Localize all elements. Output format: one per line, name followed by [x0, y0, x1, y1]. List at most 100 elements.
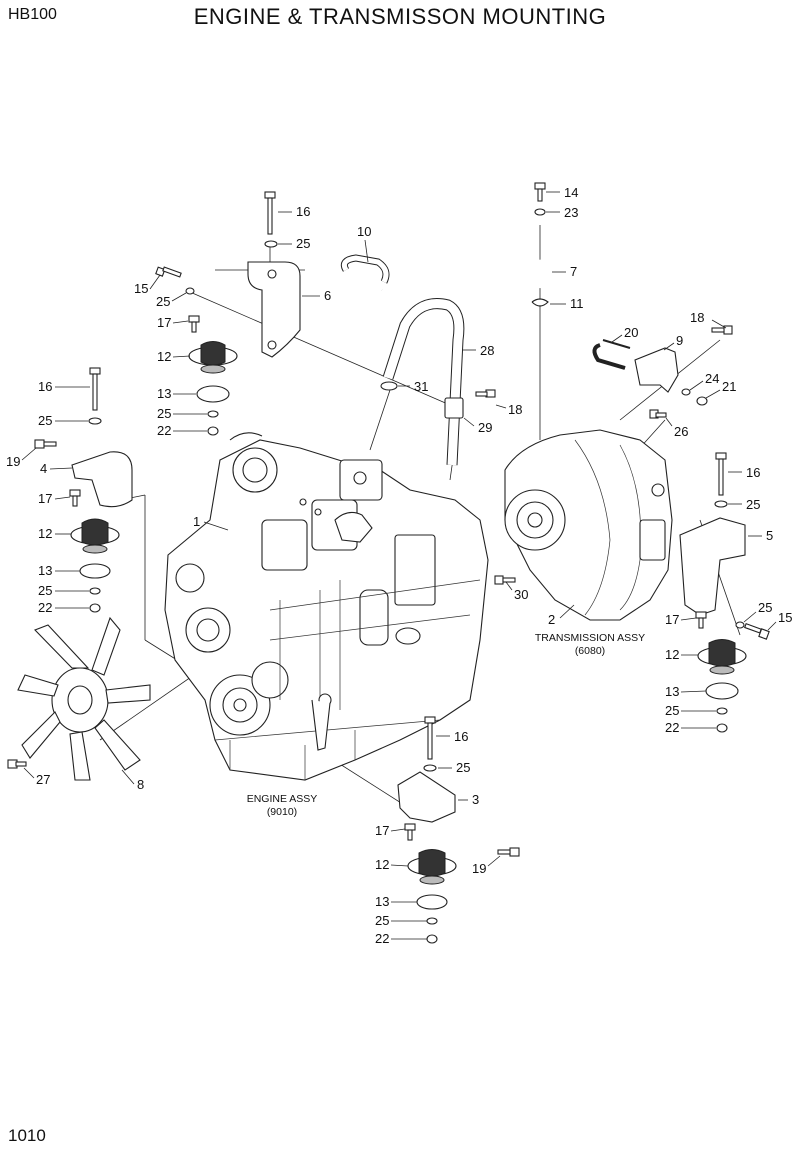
model-code: HB100: [8, 6, 57, 23]
bolt-17-a: [188, 315, 200, 333]
callout: 29: [478, 420, 492, 435]
callout: 20: [624, 325, 638, 340]
bracket-5: [679, 517, 746, 616]
bolt-16-bottom: [424, 716, 436, 760]
callout: 9: [676, 333, 683, 348]
mount-12-a: [188, 341, 238, 374]
bracket-3: [397, 771, 456, 823]
tube-7: [381, 259, 550, 297]
callout: 22: [375, 931, 389, 946]
callout: 17: [665, 612, 679, 627]
page-title: ENGINE & TRANSMISSON MOUNTING: [193, 4, 607, 29]
bolt-26: [649, 409, 667, 419]
callout: 3: [472, 792, 479, 807]
mount-12-c: [697, 639, 747, 675]
bracket-29: [444, 397, 464, 419]
bolt-19-b: [497, 847, 520, 857]
washer-25-e: [714, 500, 728, 508]
callout: 12: [375, 857, 389, 872]
bracket-9: [634, 347, 679, 393]
bolt-27: [7, 759, 27, 769]
callout: 23: [564, 205, 578, 220]
plate-13-a: [196, 385, 230, 403]
callout: 25: [665, 703, 679, 718]
callout: 17: [375, 823, 389, 838]
transmission-caption-name: TRANSMISSION ASSY: [535, 632, 645, 644]
engine-caption: ENGINE ASSY (9010): [247, 793, 318, 818]
hose-10: [340, 254, 390, 284]
fan-8: [17, 616, 151, 781]
callout: 16: [38, 379, 52, 394]
callout: 14: [564, 185, 578, 200]
bolt-18-b: [711, 325, 733, 335]
callout: 12: [157, 349, 171, 364]
clamp-31: [380, 381, 398, 391]
callout: 16: [454, 729, 468, 744]
u-bolt-20: [592, 339, 631, 370]
callout: 22: [665, 720, 679, 735]
bolt-16-top: [264, 191, 276, 235]
callout: 13: [157, 386, 171, 401]
hose-28: [382, 298, 465, 466]
callout: 21: [722, 379, 736, 394]
callout: 25: [156, 294, 170, 309]
transmission-caption-code: (6080): [575, 645, 605, 657]
bracket-4: [71, 451, 133, 508]
mount-12-d: [407, 849, 457, 885]
engine-caption-name: ENGINE ASSY: [247, 793, 318, 805]
clip-11: [531, 298, 549, 307]
plate-13-c: [705, 682, 739, 700]
callout: 25: [157, 406, 171, 421]
callout: 7: [570, 264, 577, 279]
bolt-14: [534, 182, 546, 202]
washer-24: [681, 388, 691, 396]
washer-25-a: [185, 287, 195, 295]
bolt-30: [494, 575, 516, 585]
callout: 6: [324, 288, 331, 303]
bolt-18-a: [475, 389, 496, 398]
plate-13-b: [79, 563, 111, 579]
washer-25-b: [207, 410, 219, 418]
bracket-6: [247, 261, 301, 358]
callout-labels: 16 25 6 15 25 17 12 13 25 22 14 23 7 11 …: [6, 185, 792, 946]
callout: 13: [38, 563, 52, 578]
callout: 31: [414, 379, 428, 394]
callout: 27: [36, 772, 50, 787]
callout: 25: [746, 497, 760, 512]
washer-25-top: [264, 240, 278, 248]
callout: 16: [746, 465, 760, 480]
washer-25-f: [735, 621, 745, 629]
bolt-17-b: [69, 489, 81, 507]
nut-22-b: [89, 603, 101, 613]
callout: 25: [296, 236, 310, 251]
callout: 13: [375, 894, 389, 909]
mount-12-b: [70, 518, 120, 554]
callout: 25: [38, 583, 52, 598]
callout: 24: [705, 371, 719, 386]
callout: 25: [38, 413, 52, 428]
callout: 11: [570, 296, 584, 311]
callout: 19: [472, 861, 486, 876]
washer-25-i: [426, 917, 438, 925]
callout: 1: [193, 514, 200, 529]
callout: 5: [766, 528, 773, 543]
callout: 17: [157, 315, 171, 330]
callout: 18: [508, 402, 522, 417]
nut-21: [696, 396, 708, 406]
page-number: 1010: [8, 1126, 46, 1145]
washer-23: [534, 208, 546, 216]
bolt-17-d: [404, 823, 416, 841]
bolt-15-right: [744, 623, 770, 640]
bolt-15-top: [155, 266, 182, 278]
plate-13-d: [416, 894, 448, 910]
callout: 25: [375, 913, 389, 928]
callout: 2: [548, 612, 555, 627]
nut-22-d: [426, 934, 438, 944]
callout: 28: [480, 343, 494, 358]
nut-22-a: [207, 426, 219, 436]
bolt-19-a: [34, 439, 57, 449]
callout: 8: [137, 777, 144, 792]
callout: 15: [778, 610, 792, 625]
callout: 25: [758, 600, 772, 615]
